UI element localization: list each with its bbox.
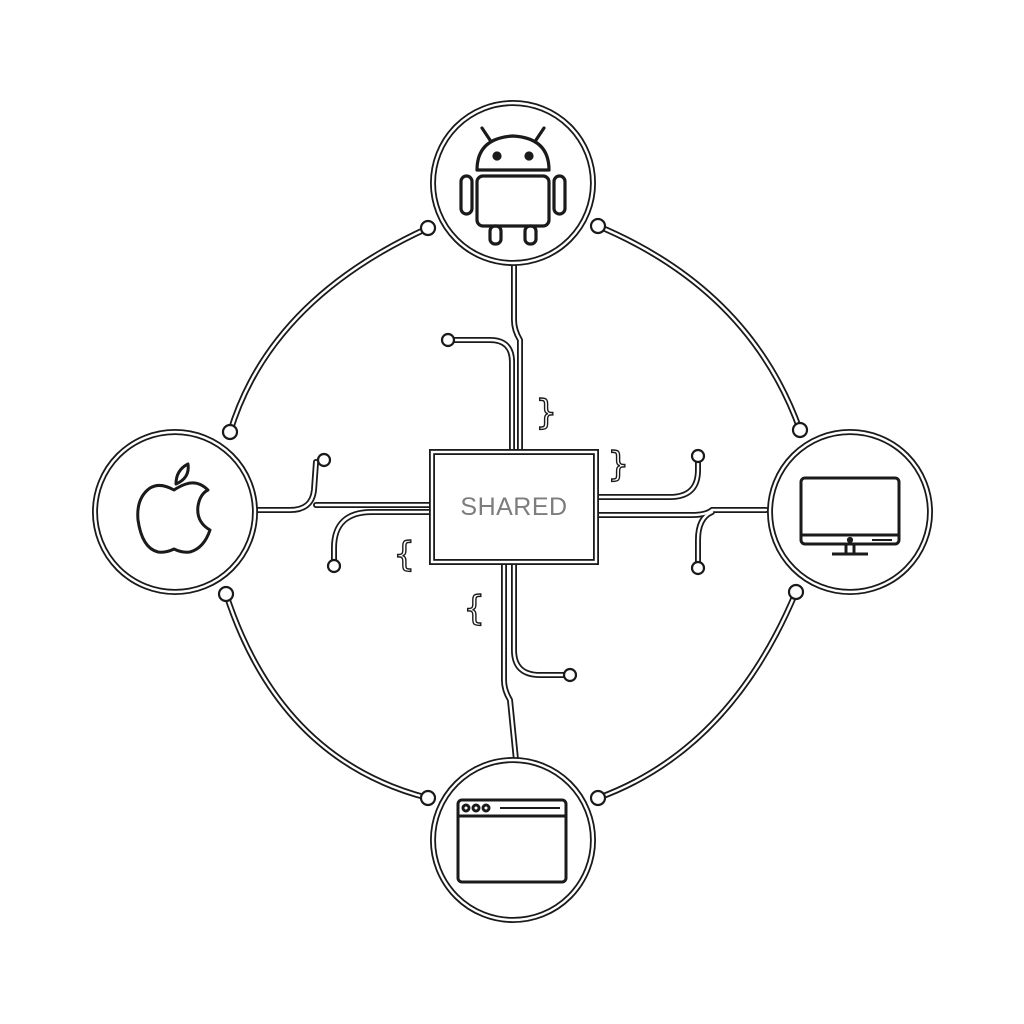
arc-android-desktop xyxy=(595,223,803,433)
dot-bottom-hook xyxy=(562,667,578,683)
shared-box: SHARED xyxy=(429,449,599,565)
dot-apple-top xyxy=(221,423,239,441)
outer-ring xyxy=(223,223,803,801)
trace-left-hook xyxy=(331,509,433,569)
arc-desktop-browser xyxy=(595,589,799,801)
trace-top-left-hook xyxy=(445,337,515,455)
dot-right-lower xyxy=(690,560,706,576)
dot-browser-left xyxy=(419,789,437,807)
dot-left-lower xyxy=(326,558,342,574)
junction-dots xyxy=(217,217,809,807)
dot-android-left xyxy=(419,219,437,237)
dot-android-right xyxy=(589,217,607,235)
trace-bottom-hook xyxy=(511,561,573,678)
brace-top: } xyxy=(536,393,556,433)
dot-top-left-hook xyxy=(440,332,456,348)
dot-desktop-top xyxy=(791,421,809,439)
code-braces: } } { { xyxy=(393,392,629,629)
connector-traces xyxy=(255,259,769,763)
dot-apple-bottom xyxy=(217,585,235,603)
arc-apple-browser xyxy=(223,591,431,801)
desktop-monitor-icon xyxy=(799,476,901,556)
dot-left-upper xyxy=(316,452,332,468)
shared-label: SHARED xyxy=(460,493,567,521)
arc-android-apple xyxy=(227,225,431,435)
dot-browser-right xyxy=(589,789,607,807)
apple-icon xyxy=(136,462,212,554)
trace-left xyxy=(255,459,319,513)
dot-right-upper xyxy=(690,448,706,464)
brace-left: { xyxy=(394,535,414,575)
android-icon xyxy=(459,126,567,246)
dot-desktop-bottom xyxy=(787,583,805,601)
trace-right-hook xyxy=(695,509,715,571)
brace-top-right: } xyxy=(608,445,628,485)
brace-bottom: { xyxy=(464,589,484,629)
browser-window-icon xyxy=(456,798,568,884)
